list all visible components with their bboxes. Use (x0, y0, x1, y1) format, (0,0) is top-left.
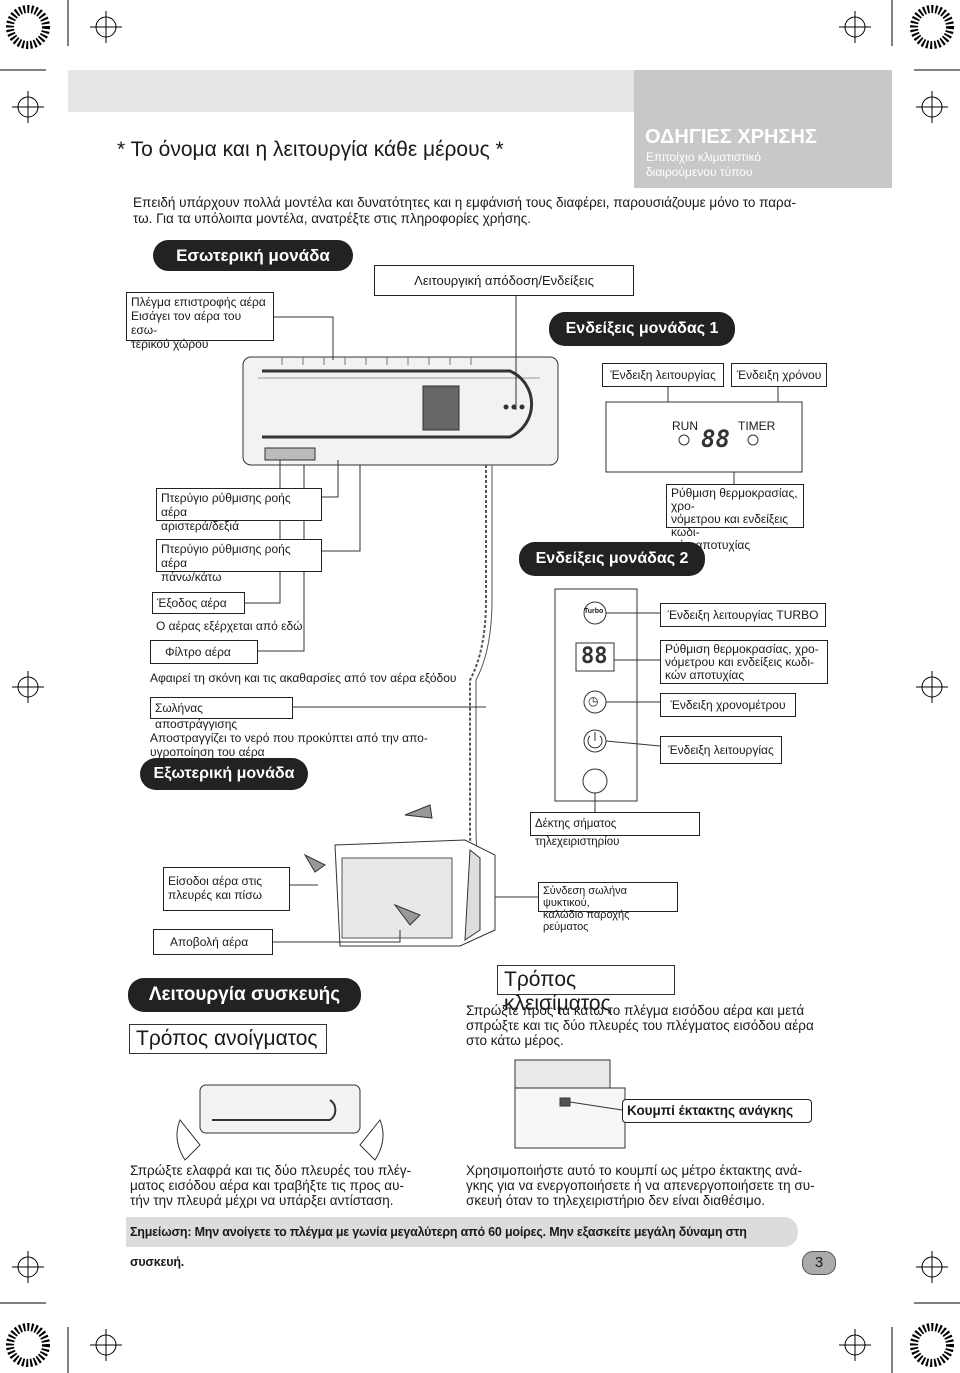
open-grille-illustration (176, 1084, 384, 1161)
emergency-button-label: Κουμπί έκτακτης ανάγκης (622, 1099, 812, 1123)
color-wheel-icon (6, 5, 954, 1367)
operation-indicator-label: Ένδειξη λειτουργίας (602, 363, 724, 387)
air-filter-desc: Αφαιρεί τη σκόνη και τις ακαθαρσίες από … (150, 671, 457, 685)
emergency-desc: Χρησιμοποιήστε αυτό το κουμπί ως μέτρο έ… (466, 1163, 815, 1208)
drain-pipe-label: Σωλήνας αποστράγγισης (150, 697, 293, 731)
run-label: RUN (672, 419, 698, 433)
intro-text: Επειδή υπάρχουν πολλά μοντέλα και δυνατό… (133, 195, 797, 226)
temp-setting-label-2: Ρύθμιση θερμοκρασίας, χρο- νόμετρου και … (660, 640, 828, 684)
pipe-connection-label: Σύνδεση σωλήνα ψυκτικού, καλώδιο παροχής… (538, 882, 678, 933)
page-title: * Το όνομα και η λειτουργία κάθε μέρους … (117, 138, 504, 161)
display1-heading: Ενδείξεις μονάδας 1 (549, 312, 735, 346)
page-number: 3 (802, 1251, 836, 1275)
drain-desc: Αποστραγγίζει το νερό που προκύπτει από … (150, 731, 428, 759)
return-grille-label: Πλέγμα επιστροφής αέρα Εισάγει τον αέρα … (126, 292, 274, 351)
temp-setting-label-1: Ρύθμιση θερμοκρασίας, χρο- νόμετρου και … (666, 484, 804, 552)
digit-display-2: 88 (581, 644, 608, 669)
outdoor-unit-illustration (334, 839, 496, 947)
louver-lr-label: Πτερύγιο ρύθμισης ροής αέρα αριστερά/δεξ… (156, 488, 322, 533)
open-desc: Σπρώξτε ελαφρά και τις δύο πλευρές του π… (130, 1163, 412, 1208)
timer-label: TIMER (738, 419, 776, 433)
manual-title: ΟΔΗΓΙΕΣ ΧΡΗΣΗΣ (645, 126, 817, 148)
air-filter-label: Φίλτρο αέρα (150, 640, 258, 664)
note-banner: Σημείωση: Μην ανοίγετε το πλέγμα με γωνί… (126, 1217, 798, 1269)
remote-receiver-label: Δέκτης σήματος τηλεχειριστηρίου (530, 812, 700, 848)
digit-display: 88 (701, 425, 730, 453)
turbo-indicator-label: Ένδειξη λειτουργίας TURBO (660, 603, 826, 627)
manual-subtitle: Επιτοίχιο κλιματιστικό διαιρούμενου τύπο… (646, 150, 762, 179)
indoor-unit-illustration (242, 356, 559, 466)
open-title: Τρόπος ανοίγματος (129, 1024, 327, 1054)
close-title: Τρόπος κλεισίματος (497, 965, 675, 1015)
operation-display-label: Λειτουργική απόδοση/Ενδείξεις (374, 265, 634, 296)
timer-indicator-label-2: Ένδειξη χρονομέτρου (660, 693, 796, 717)
louver-ud-label: Πτερύγιο ρύθμισης ροής αέρα πάνω/κάτω (156, 539, 322, 584)
timer-indicator-label: Ένδειξη χρόνου (731, 363, 827, 387)
arrow-icon (303, 804, 433, 926)
operation-indicator-label-2: Ένδειξη λειτουργίας (660, 736, 782, 764)
registration-mark-icon (12, 11, 948, 1361)
display2-heading: Ενδείξεις μονάδας 2 (519, 542, 705, 576)
close-desc: Σπρώξτε προς τα κάτω το πλέγμα εισόδου α… (466, 1003, 814, 1048)
air-outlet-desc: Ο αέρας εξέρχεται από εδώ (156, 619, 303, 633)
turbo-icon: Turbo (584, 608, 604, 615)
air-outlet-label: Έξοδος αέρα (152, 592, 245, 614)
emergency-button-illustration (514, 1059, 626, 1149)
timer-icon: ◷ (588, 694, 599, 708)
operation-heading: Λειτουργία συσκευής (128, 978, 361, 1012)
indoor-unit-heading: Εσωτερική μονάδα (153, 240, 353, 271)
air-discharge-label: Αποβολή αέρα (153, 929, 273, 955)
outdoor-unit-heading: Εξωτερική μονάδα (140, 758, 308, 790)
air-inlet-label: Είσοδοι αέρα στις πλευρές και πίσω (163, 867, 290, 911)
